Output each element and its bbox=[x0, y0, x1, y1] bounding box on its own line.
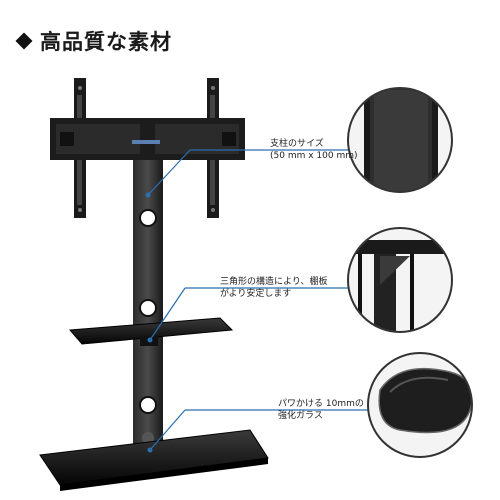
leader-line-1 bbox=[145, 149, 352, 198]
title-text: 高品質な素材 bbox=[40, 30, 172, 54]
page-title: 高品質な素材 bbox=[15, 26, 172, 56]
callout-triangle-line2: がより安定します bbox=[220, 289, 292, 299]
leader-line-3 bbox=[147, 409, 370, 453]
callout-glass-line1: パワかける 10mmの bbox=[278, 399, 364, 409]
callout-glass-line2: 強化ガラス bbox=[278, 411, 323, 421]
callout-triangle-structure: 三角形の構造により、棚板 がより安定します bbox=[220, 276, 327, 300]
callout-pole-size-line2: (50 mm x 100 mm) bbox=[270, 151, 358, 161]
callout-tempered-glass: パワかける 10mmの 強化ガラス bbox=[278, 398, 364, 422]
callout-pole-size: 支柱のサイズ (50 mm x 100 mm) bbox=[270, 138, 358, 162]
detail-circle-bracket bbox=[347, 227, 453, 333]
support-pole bbox=[133, 160, 163, 460]
callout-pole-size-line1: 支柱のサイズ bbox=[270, 139, 324, 149]
base-glass bbox=[39, 429, 269, 491]
detail-circle-pole bbox=[347, 87, 453, 193]
detail-circle-glass bbox=[367, 352, 473, 458]
mounting-bracket bbox=[50, 118, 245, 160]
leader-line-2 bbox=[147, 287, 350, 343]
callout-triangle-line1: 三角形の構造により、棚板 bbox=[220, 277, 328, 287]
